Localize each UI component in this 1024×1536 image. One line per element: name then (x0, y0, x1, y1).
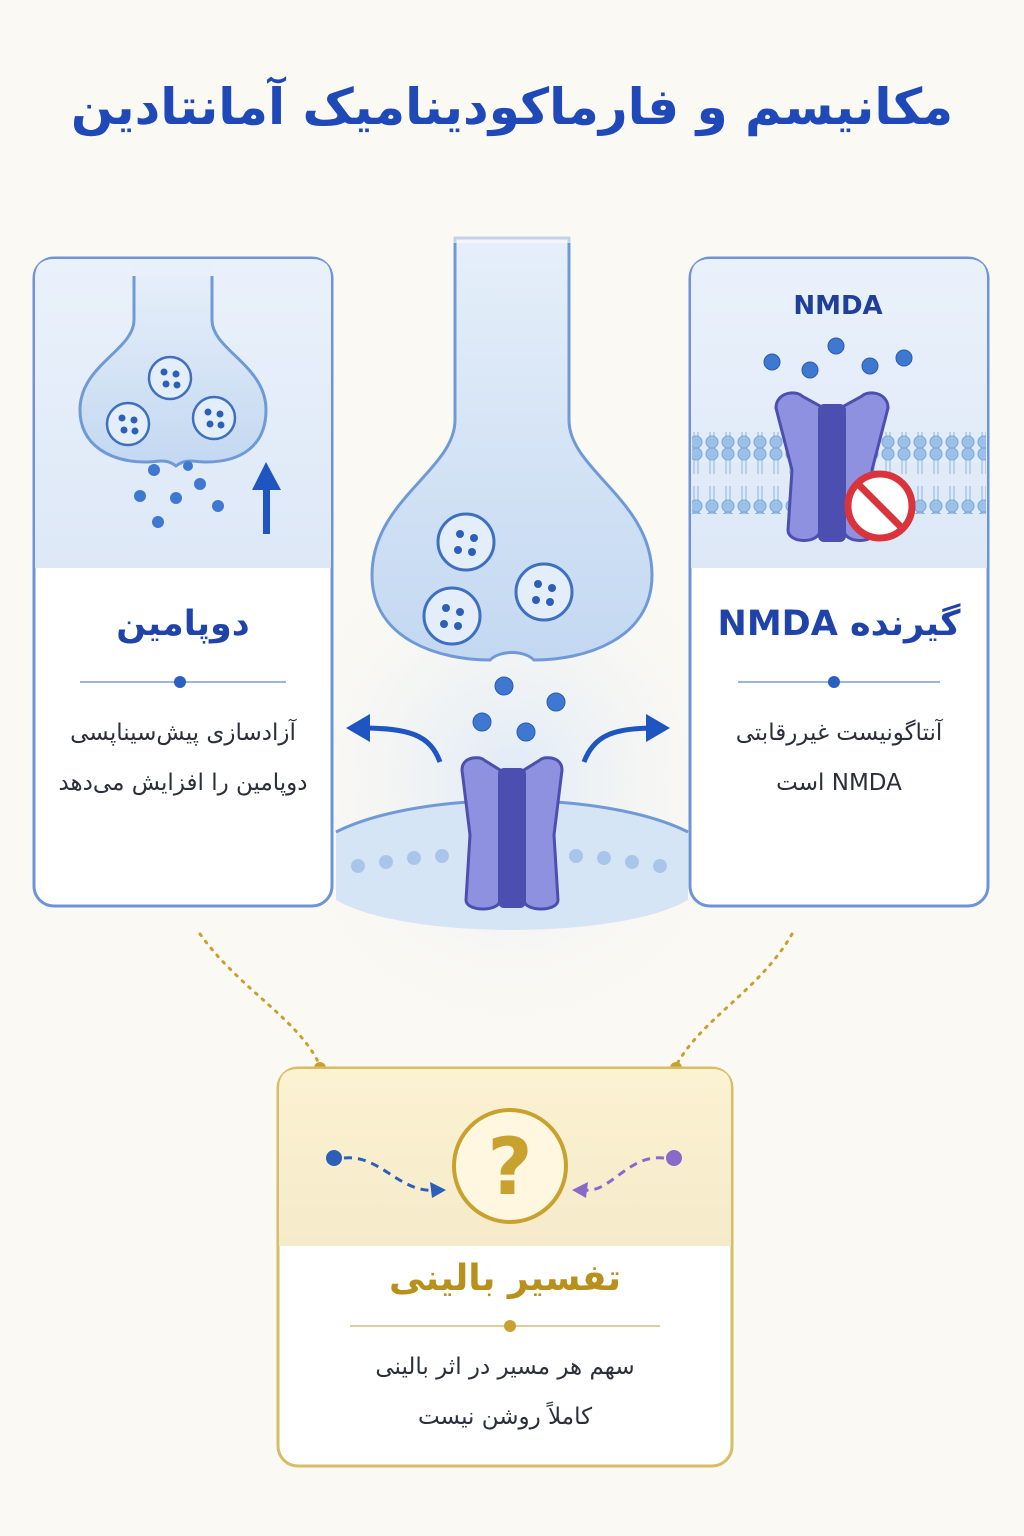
page-title: مکانیسم و فارماکودینامیک آمانتادین (70, 78, 954, 136)
presynaptic-terminal (370, 236, 654, 662)
nmda-description-line2: NMDA است (776, 770, 902, 796)
dopamine-description-line2: دوپامین را افزایش می‌دهد (58, 770, 308, 796)
released-molecules (472, 676, 566, 742)
svg-text:?: ? (487, 1123, 532, 1213)
nmda-receptor-heading: گیرنده NMDA (717, 604, 961, 644)
question-mark-icon: ? (452, 1108, 568, 1224)
central-nmda-receptor (460, 756, 564, 911)
clinical-interpretation-heading: تفسیر بالینی (388, 1258, 622, 1299)
arrow-to-nmda (581, 725, 657, 763)
nmda-description-line1: آنتاگونیست غیررقابتی (735, 720, 943, 746)
prohibited-icon (844, 470, 916, 542)
clinical-description-line2: کاملاً روشن نیست (417, 1404, 593, 1430)
nmda-label: NMDA (793, 291, 882, 321)
right-card-frame (688, 256, 990, 908)
arrow-up-icon (252, 462, 281, 534)
clinical-description-line1: سهم هر مسیر در اثر بالینی (375, 1354, 635, 1380)
converging-paths (326, 1150, 682, 1198)
arrow-to-dopamine (359, 725, 443, 763)
dopamine-terminal-illustration (78, 262, 268, 528)
nmda-membrane-illustration (692, 337, 986, 542)
dopamine-description-line1: آزادسازی پیش‌سیناپسی (70, 720, 296, 746)
central-vesicles (422, 512, 574, 646)
postsynaptic-dots (351, 849, 667, 873)
dopamine-heading: دوپامین (116, 604, 250, 644)
